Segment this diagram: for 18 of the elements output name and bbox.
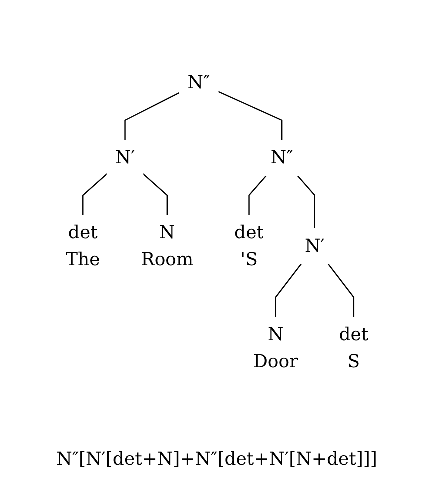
node-text: N′ [115, 148, 135, 168]
connector [124, 92, 180, 140]
connector [248, 175, 267, 216]
connector [218, 91, 282, 140]
connector [82, 174, 108, 216]
connector [274, 264, 302, 318]
node-text: N″ [187, 72, 210, 94]
connector [296, 175, 316, 229]
connector [327, 264, 354, 318]
node-text: N Room [140, 222, 194, 270]
formula-caption: N″[N′[det+N]+N″[det+N′[N+det]]] [56, 448, 378, 472]
node-text: det The [66, 222, 100, 270]
node-text: N″ [270, 148, 293, 168]
node-text: det S [338, 324, 368, 372]
node-text: N Door [253, 324, 298, 372]
node-text: N′ [304, 236, 324, 257]
node-text: det 'S [234, 222, 264, 270]
connector [142, 174, 168, 216]
